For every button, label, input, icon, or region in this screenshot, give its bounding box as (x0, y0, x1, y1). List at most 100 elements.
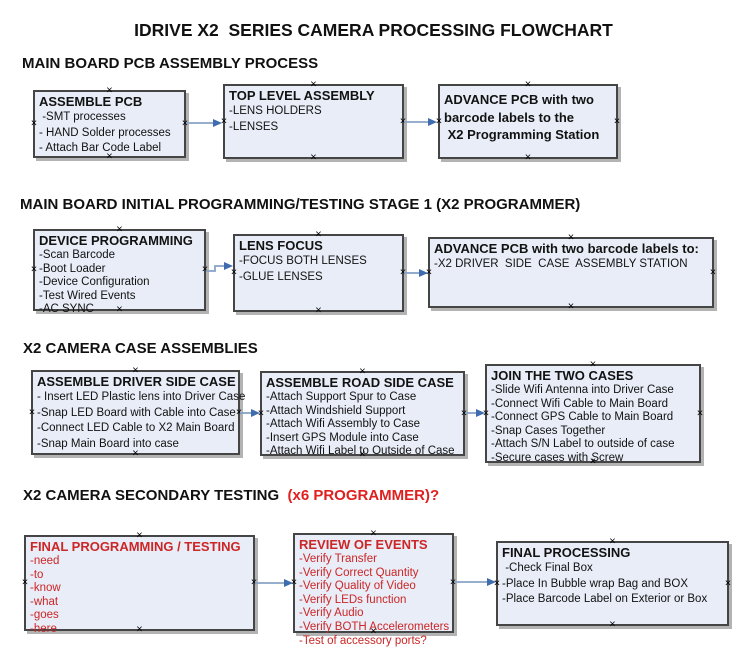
box-item: -Check Final Box (502, 562, 593, 574)
anchor-x-icon: × (106, 150, 113, 163)
box-item: -Snap Main Board into case (37, 437, 179, 450)
box-item: -LENS HOLDERS (229, 105, 322, 117)
anchor-x-icon: × (724, 577, 732, 589)
box-item: -Connect Wifi Cable to Main Board (491, 397, 669, 410)
anchor-x-icon: × (132, 364, 139, 377)
anchor-x-icon: × (136, 529, 143, 542)
flow-box-join-the-two-cases[interactable]: JOIN THE TWO CASES -Slide Wifi Antenna i… (482, 359, 703, 467)
anchor-x-icon: × (589, 358, 597, 371)
anchor-x-icon: × (589, 455, 597, 468)
anchor-x-icon: × (28, 406, 36, 418)
box-item: -to (30, 568, 44, 581)
box-item: barcode labels to the (444, 109, 575, 125)
anchor-x-icon: × (435, 115, 443, 127)
box-item: -Test of accessory ports? (299, 634, 427, 647)
anchor-x-icon: × (370, 625, 377, 638)
box-item: -GLUE LENSES (239, 270, 323, 283)
flow-box-advance-pcb-driver-side[interactable]: ADVANCE PCB with two barcode labels to: … (425, 232, 717, 312)
box-item: - HAND Solder processes (39, 126, 171, 139)
box-item: -Verify Audio (299, 607, 364, 620)
box-title: ADVANCE PCB with two (444, 92, 594, 107)
box-item: -what (30, 595, 59, 608)
box-item: -Connect GPS Cable to Main Board (491, 411, 674, 424)
box-item: -here (30, 622, 57, 635)
anchor-x-icon: × (359, 365, 366, 378)
box-item: -Verify Quality of Video (299, 580, 416, 593)
anchor-x-icon: × (116, 223, 123, 236)
box-item: - Attach Bar Code Label (39, 142, 162, 154)
box-item: -Device Configuration (39, 276, 150, 289)
anchor-x-icon: × (567, 300, 575, 313)
box-item: -Snap LED Board with Cable into Case (37, 406, 236, 419)
anchor-x-icon: × (370, 527, 377, 540)
anchor-x-icon: × (230, 266, 238, 279)
box-item: -Scan Barcode (39, 249, 116, 261)
flow-box-assemble-driver-side-case[interactable]: ASSEMBLE DRIVER SIDE CASE - Insert LED P… (28, 365, 246, 459)
page-title: IDRIVE X2 SERIES CAMERA PROCESSING FLOWC… (134, 20, 613, 40)
flow-box-advance-pcb-programming-station[interactable]: ADVANCE PCB with two barcode labels to t… (435, 79, 621, 163)
box-item: -Attach S/N Label to outside of case (491, 438, 675, 451)
section-heading-secondary-testing-red: (x6 PROGRAMMER)? (287, 487, 440, 504)
box-item: -Verify Transfer (299, 553, 377, 565)
box-item: -know (30, 582, 61, 595)
box-title: FINAL PROCESSING (502, 545, 631, 560)
anchor-x-icon: × (116, 303, 123, 316)
flow-box-top-level-assembly[interactable]: TOP LEVEL ASSEMBLY -LENS HOLDERS -LENSES… (221, 79, 406, 163)
anchor-x-icon: × (482, 407, 490, 419)
flow-box-assemble-pcb[interactable]: ASSEMBLE PCB -SMT processes - HAND Solde… (31, 85, 188, 162)
anchor-x-icon: × (359, 448, 366, 461)
flow-box-final-processing[interactable]: FINAL PROCESSING -Check Final Box -Place… (493, 536, 732, 630)
anchor-x-icon: × (201, 263, 209, 276)
anchor-x-icon: × (310, 78, 317, 91)
connector-arrow (255, 579, 293, 587)
box-title: ASSEMBLE DRIVER SIDE CASE (37, 374, 236, 389)
anchor-x-icon: × (709, 266, 717, 278)
anchor-x-icon: × (235, 406, 243, 418)
box-item: -Attach Wifi Assembly to Case (266, 418, 421, 431)
box-title: TOP LEVEL ASSEMBLY (229, 88, 375, 103)
box-title: REVIEW OF EVENTS (299, 537, 428, 552)
connector-arrow (404, 269, 428, 277)
anchor-x-icon: × (524, 78, 532, 91)
anchor-x-icon: × (315, 304, 322, 317)
box-item: X2 Programming Station (444, 127, 600, 142)
box-item: -Verify Correct Quantity (299, 566, 419, 579)
box-item: -Verify BOTH Accelerometers (299, 620, 450, 633)
connector-arrow (454, 578, 496, 586)
box-item: -FOCUS BOTH LENSES (239, 255, 367, 267)
anchor-x-icon: × (425, 266, 433, 278)
flow-box-assemble-road-side-case[interactable]: ASSEMBLE ROAD SIDE CASE -Attach Support … (257, 366, 467, 460)
anchor-x-icon: × (613, 115, 621, 127)
anchor-x-icon: × (250, 576, 258, 589)
anchor-x-icon: × (310, 151, 317, 164)
box-item: -X2 DRIVER SIDE CASE ASSEMBLY STATION (434, 258, 688, 270)
box-item: -Verify LEDs function (299, 593, 407, 606)
box-item: -Boot Loader (39, 262, 106, 275)
box-title: DEVICE PROGRAMMING (39, 233, 193, 248)
section-heading-secondary-testing: X2 CAMERA SECONDARY TESTING (x6 PROGRAMM… (23, 487, 439, 504)
flow-box-review-of-events[interactable]: REVIEW OF EVENTS -Verify Transfer -Verif… (290, 528, 457, 647)
box-item: -Place Barcode Label on Exterior or Box (502, 593, 708, 605)
anchor-x-icon: × (257, 407, 265, 419)
box-item: - Insert LED Plastic lens into Driver Ca… (37, 391, 246, 403)
anchor-x-icon: × (399, 266, 407, 279)
anchor-x-icon: × (290, 576, 298, 589)
box-item: -Insert GPS Module into Case (266, 431, 419, 444)
anchor-x-icon: × (21, 576, 29, 589)
anchor-x-icon: × (132, 447, 139, 460)
anchor-x-icon: × (315, 228, 322, 241)
box-title: ADVANCE PCB with two barcode labels to: (434, 241, 699, 256)
flow-box-device-programming[interactable]: DEVICE PROGRAMMING -Scan Barcode -Boot L… (31, 224, 209, 315)
anchor-x-icon: × (493, 577, 501, 589)
box-title: JOIN THE TWO CASES (491, 368, 634, 383)
anchor-x-icon: × (609, 618, 616, 631)
connector-arrow (206, 262, 233, 272)
flow-box-lens-focus[interactable]: LENS FOCUS -FOCUS BOTH LENSES -GLUE LENS… (230, 229, 407, 316)
box-item: -Secure cases with Screw (491, 451, 624, 464)
flow-box-final-programming-testing[interactable]: FINAL PROGRAMMING / TESTING -need -to -k… (21, 530, 258, 635)
section-heading-case-assemblies: X2 CAMERA CASE ASSEMBLIES (23, 340, 258, 357)
anchor-x-icon: × (524, 151, 532, 164)
anchor-x-icon: × (449, 576, 457, 589)
anchor-x-icon: × (567, 231, 575, 244)
